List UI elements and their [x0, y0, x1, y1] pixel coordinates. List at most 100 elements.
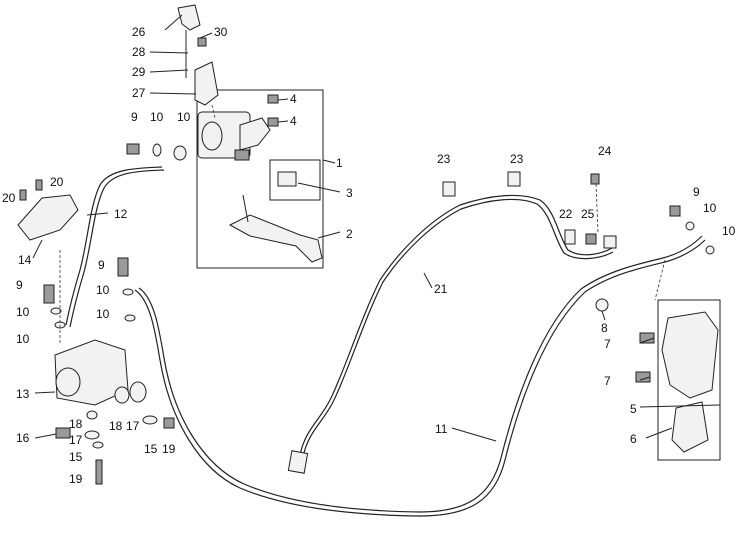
label-10h: 10 — [722, 224, 736, 238]
mirror-mount-26 — [177, 4, 201, 31]
label-23a: 23 — [437, 152, 451, 166]
washer-10b — [50, 307, 62, 315]
label-7b: 7 — [604, 374, 611, 388]
label-19b: 19 — [162, 442, 176, 456]
grommet-17b — [129, 381, 147, 403]
label-11: 11 — [435, 422, 448, 436]
label-15a: 15 — [69, 450, 83, 464]
brake-pads — [671, 401, 709, 453]
washer-10d — [122, 288, 134, 296]
leader-lines — [32, 14, 721, 442]
screw-4a — [267, 94, 279, 104]
clip-24 — [590, 173, 600, 185]
label-15b: 15 — [144, 442, 158, 456]
wheel-speed-sensor — [287, 450, 309, 474]
label-28: 28 — [132, 45, 146, 59]
clamp-8 — [595, 298, 609, 312]
grommet-18a — [114, 386, 130, 404]
guide-24 — [595, 183, 599, 233]
hose-12 — [65, 166, 163, 326]
label-4b: 4 — [290, 114, 297, 128]
label-3: 3 — [346, 186, 353, 200]
sensor-wire-21 — [299, 194, 613, 456]
washer-15a — [92, 441, 104, 449]
label-10f: 10 — [16, 332, 30, 346]
clamp-23b — [507, 171, 521, 187]
label-26: 26 — [132, 25, 146, 39]
label-9a: 9 — [131, 110, 138, 124]
label-6: 6 — [630, 432, 637, 446]
washer-10a — [152, 143, 162, 157]
bolt-25 — [585, 233, 597, 245]
label-22: 22 — [559, 207, 573, 221]
label-9c: 9 — [16, 278, 23, 292]
bolt-19a — [95, 459, 103, 485]
washer-10e — [124, 314, 136, 322]
label-7a: 7 — [604, 337, 611, 351]
label-10d: 10 — [96, 307, 110, 321]
brake-lever — [228, 214, 323, 263]
bolt-16 — [55, 427, 71, 439]
guide-27 — [211, 104, 216, 119]
banjo-bolt-9a — [126, 143, 140, 155]
hose-12-outline — [69, 169, 165, 328]
master-cylinder-outlet — [234, 149, 250, 161]
label-16: 16 — [16, 431, 30, 445]
clamp-23a — [442, 181, 456, 197]
bracket-22 — [564, 229, 576, 245]
hose-11 — [134, 239, 706, 517]
nut-19b — [163, 417, 175, 429]
label-27: 27 — [132, 86, 146, 100]
washer-15b — [142, 415, 158, 425]
nut-30 — [197, 37, 207, 47]
brake-switch — [277, 171, 297, 187]
label-17a: 17 — [69, 433, 83, 447]
label-30: 30 — [214, 25, 228, 39]
label-13: 13 — [16, 387, 30, 401]
label-19a: 19 — [69, 472, 83, 486]
label-8: 8 — [601, 321, 608, 335]
bushing-18b — [86, 410, 98, 420]
label-14: 14 — [18, 253, 32, 267]
sensor-connector — [603, 235, 617, 249]
label-10c: 10 — [96, 283, 110, 297]
label-17b: 17 — [126, 419, 140, 433]
lever-pin — [242, 194, 249, 223]
label-12: 12 — [114, 207, 128, 221]
label-2: 2 — [346, 227, 353, 241]
label-25: 25 — [581, 207, 595, 221]
grommet-17a — [84, 430, 100, 440]
banjo-fitting — [173, 145, 187, 161]
bolt-7b — [635, 371, 651, 383]
label-23b: 23 — [510, 152, 524, 166]
label-20b: 20 — [50, 175, 64, 189]
callout-labels: 1 2 3 4 4 5 6 7 7 8 9 9 9 9 10 10 10 10 … — [2, 25, 736, 486]
washer-10g — [705, 245, 715, 255]
label-9d: 9 — [693, 185, 700, 199]
label-9b: 9 — [98, 258, 105, 272]
washer-10f — [685, 221, 695, 231]
label-5: 5 — [630, 402, 637, 416]
label-10b: 10 — [177, 110, 191, 124]
sensor-wire-21-outline — [302, 198, 614, 458]
label-18a: 18 — [69, 417, 83, 431]
banjo-bolt-9d — [669, 205, 681, 217]
label-18b: 18 — [109, 419, 123, 433]
abs-motor — [55, 367, 81, 397]
screw-4b — [267, 117, 279, 127]
label-10e: 10 — [16, 305, 30, 319]
caliper-assembly-box — [657, 299, 721, 461]
master-cylinder-assembly-box — [196, 89, 324, 269]
label-21: 21 — [434, 282, 448, 296]
bolt-7a — [639, 332, 655, 344]
label-1: 1 — [336, 156, 343, 170]
abs-bracket-14 — [17, 194, 79, 241]
switch-subassembly-box — [269, 159, 321, 201]
bolt-20a — [19, 189, 27, 201]
label-10g: 10 — [703, 201, 717, 215]
banjo-bolt-9c — [117, 257, 129, 277]
bracket-27 — [194, 61, 219, 106]
guide-caliper — [654, 259, 666, 301]
